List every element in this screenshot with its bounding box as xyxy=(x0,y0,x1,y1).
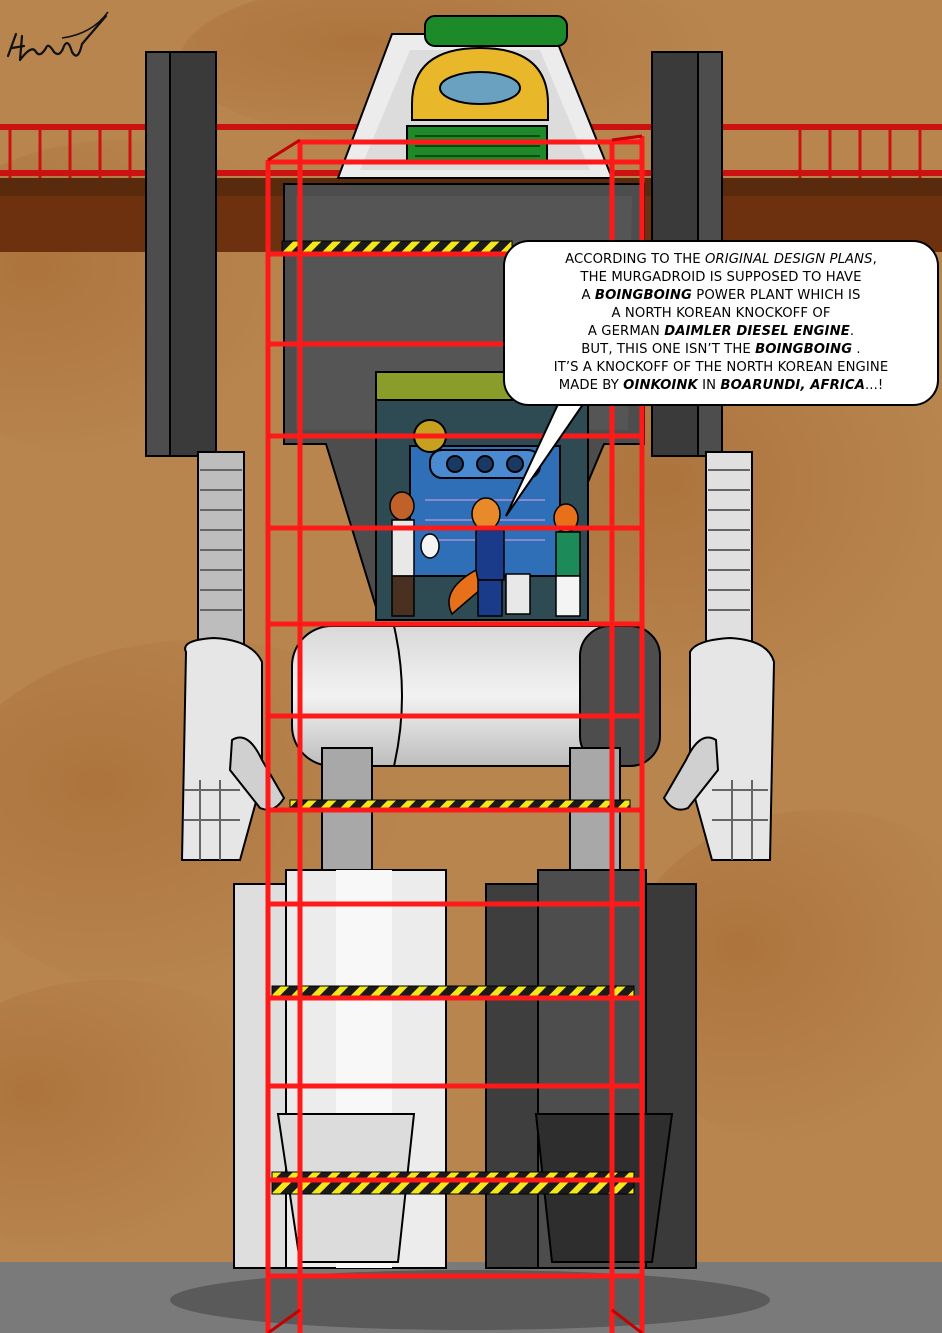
speech-line: MADE BY OINKOINK IN BOARUNDI, AFRICA...! xyxy=(559,378,884,393)
characters-group xyxy=(389,491,581,617)
speech-segment: ORIGINAL DESIGN PLANS xyxy=(704,252,873,267)
speech-segment: ACCORDING TO THE xyxy=(565,252,705,267)
speech-segment: A xyxy=(581,288,595,303)
speech-segment: ...! xyxy=(865,378,884,393)
speech-segment: BUT, THIS ONE ISN’T THE xyxy=(581,342,756,357)
speech-segment: POWER PLANT WHICH IS xyxy=(691,288,861,303)
speech-line: ACCORDING TO THE ORIGINAL DESIGN PLANS, xyxy=(565,252,877,267)
red-scaffolding xyxy=(265,134,645,1333)
speech-line: IT’S A KNOCKOFF OF THE NORTH KOREAN ENGI… xyxy=(554,360,889,375)
speech-segment: OINKOINK xyxy=(623,378,698,393)
speech-segment: MADE BY xyxy=(558,378,624,393)
speech-line: THE MURGADROID IS SUPPOSED TO HAVE xyxy=(580,270,861,285)
speech-line: A BOINGBOING POWER PLANT WHICH IS xyxy=(582,288,861,303)
speech-segment: IN xyxy=(697,378,721,393)
speech-segment: IT’S A KNOCKOFF OF THE NORTH KOREAN ENGI… xyxy=(553,360,889,375)
speech-segment: A GERMAN xyxy=(587,324,665,339)
speech-bubble: ACCORDING TO THE ORIGINAL DESIGN PLANS, T… xyxy=(503,240,939,406)
speech-segment: . xyxy=(852,342,861,357)
speech-segment: DAIMLER DIESEL ENGINE xyxy=(664,324,850,339)
speech-segment: BOINGBOING xyxy=(594,288,692,303)
robot-murgadroid xyxy=(145,15,776,1269)
speech-segment: BOINGBOING xyxy=(755,342,853,357)
speech-bubble-text: ACCORDING TO THE ORIGINAL DESIGN PLANS, T… xyxy=(544,251,899,395)
floor-shadow xyxy=(170,1270,770,1330)
speech-line: A GERMAN DAIMLER DIESEL ENGINE. xyxy=(588,324,854,339)
speech-segment: THE MURGADROID IS SUPPOSED TO HAVE xyxy=(580,270,862,285)
speech-segment: , xyxy=(872,252,877,267)
speech-segment: A NORTH KOREAN KNOCKOFF OF xyxy=(611,306,831,321)
speech-segment: . xyxy=(849,324,855,339)
speech-line: BUT, THIS ONE ISN’T THE BOINGBOING . xyxy=(581,342,860,357)
speech-line: A NORTH KOREAN KNOCKOFF OF xyxy=(611,306,830,321)
artist-signature xyxy=(6,11,109,62)
speech-segment: BOARUNDI, AFRICA xyxy=(720,378,866,393)
